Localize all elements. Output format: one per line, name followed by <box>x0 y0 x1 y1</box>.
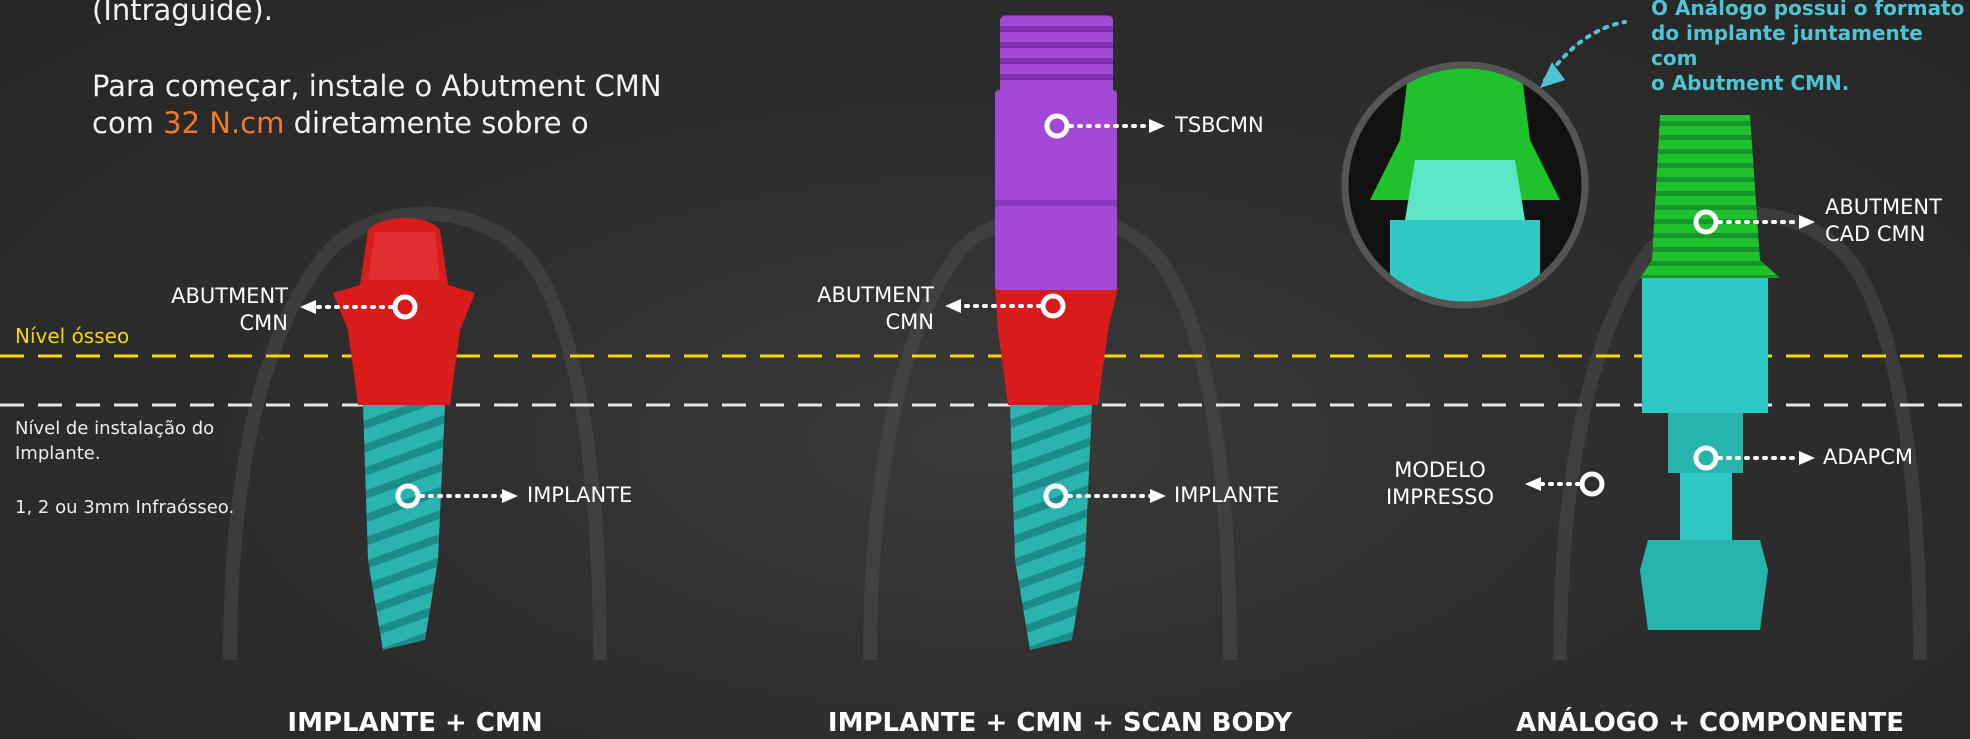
panel2-implant <box>1010 405 1092 650</box>
panel3-abutment-label: ABUTMENT CAD CMN <box>1825 194 1942 248</box>
panel2-implant-label: IMPLANTE <box>1174 482 1279 509</box>
bone-level-label: Nível ósseo <box>15 324 129 348</box>
intro-line-0: (Intraguide). <box>92 0 273 28</box>
panel2-abutment-line2: CMN <box>812 309 934 336</box>
panel3-title: ANÁLOGO + COMPONENTE <box>1500 708 1920 738</box>
panel2-title: IMPLANTE + CMN + SCAN BODY <box>820 708 1300 738</box>
torque-value: 32 N.cm <box>163 106 284 140</box>
panel1-abutment-line1: ABUTMENT <box>166 283 288 310</box>
panel3-model-label: MODELO IMPRESSO <box>1380 457 1500 511</box>
panel3-model-line1: MODELO <box>1380 457 1500 484</box>
infra-depth-label: 1, 2 ou 3mm Infraósseo. <box>15 496 234 520</box>
panel1-abutment-line2: CMN <box>166 310 288 337</box>
intro-suffix: diretamente sobre o <box>284 106 588 140</box>
panel3-model-line2: IMPRESSO <box>1380 484 1500 511</box>
analog-note-line1: O Análogo possui o formato <box>1651 0 1970 21</box>
panel1-abutment-label: ABUTMENT CMN <box>166 283 288 337</box>
analog-note-line2: do implante juntamente com <box>1651 21 1970 71</box>
panel2-abutment-line1: ABUTMENT <box>812 282 934 309</box>
panel3-analog <box>1640 278 1768 630</box>
analog-note-line3: o Abutment CMN. <box>1651 71 1970 96</box>
intro-prefix: com <box>92 106 163 140</box>
intro-line-1: Para começar, instale o Abutment CMN <box>92 68 662 104</box>
analog-note: O Análogo possui o formato do implante j… <box>1651 0 1970 96</box>
panel3-abutment-line1: ABUTMENT <box>1825 194 1942 221</box>
panel2-abutment-label: ABUTMENT CMN <box>812 282 934 336</box>
install-level-label-1: Nível de instalação do <box>15 417 214 441</box>
panel3-abutment-line2: CAD CMN <box>1825 221 1942 248</box>
panel3-adapter-label: ADAPCM <box>1823 444 1913 471</box>
panel1-title: IMPLANTE + CMN <box>240 708 590 738</box>
panel2-scanbody <box>995 15 1117 290</box>
panel2-scanbody-label: TSBCMN <box>1175 112 1264 139</box>
panel3-cad-abutment <box>1640 115 1780 278</box>
install-level-label-2: Implante. <box>15 442 101 466</box>
note-arrow-head <box>1540 62 1565 88</box>
panel1-implant-label: IMPLANTE <box>527 482 632 509</box>
intro-line-2: com 32 N.cm diretamente sobre o <box>92 105 589 141</box>
panel1-implant <box>363 405 445 650</box>
zoom-inset <box>1345 60 1585 320</box>
panel1-abutment <box>333 218 475 405</box>
